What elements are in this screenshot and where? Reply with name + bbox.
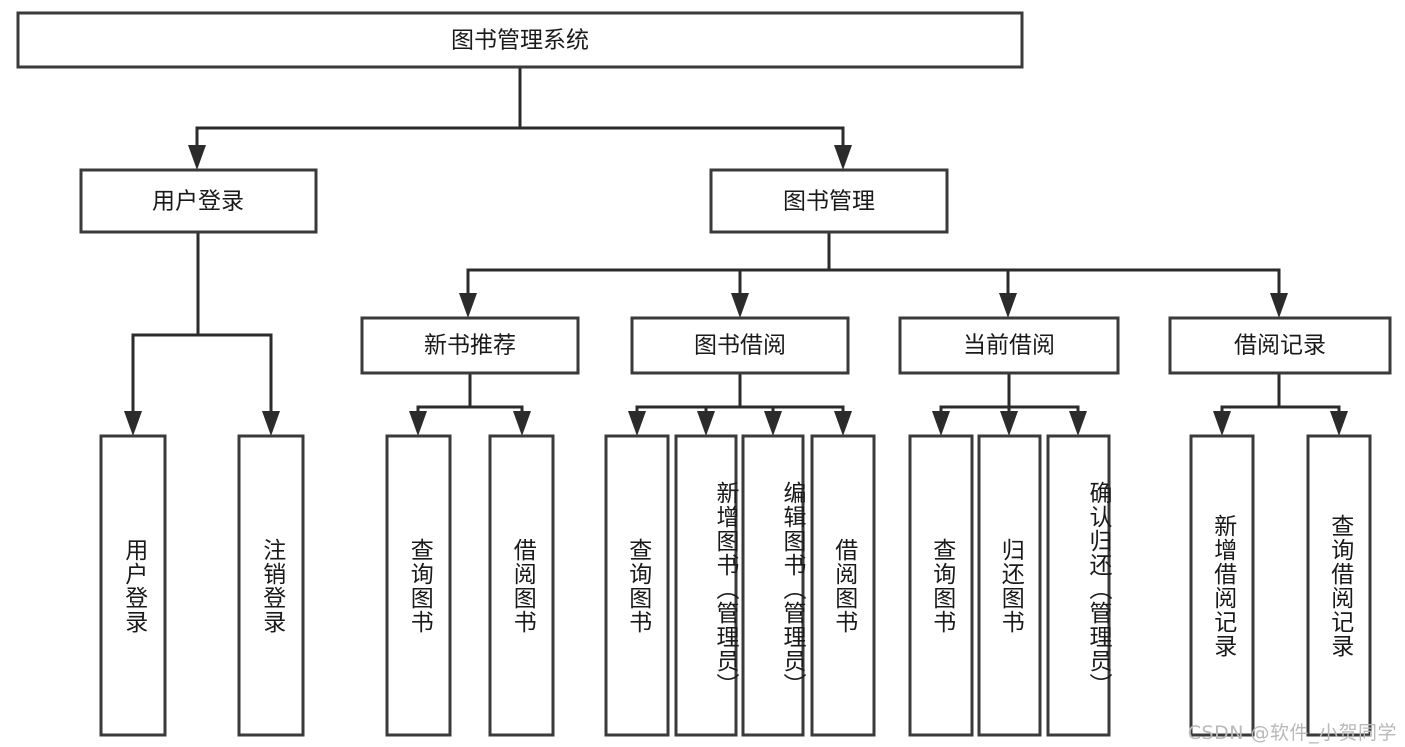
leaf-box-borrow-book-b[interactable]	[810, 434, 876, 737]
node-new-book-recommend-label: 新书推荐	[424, 333, 516, 359]
node-user-login[interactable]: 用户登录	[79, 168, 318, 234]
connector-root-to-level2	[188, 65, 852, 170]
node-current-borrow[interactable]: 当前借阅	[898, 316, 1120, 375]
node-book-management[interactable]: 图书管理	[709, 168, 949, 234]
node-book-borrow-label: 图书借阅	[694, 333, 786, 359]
connector-login-to-leaves	[124, 230, 280, 436]
leaf-box-add-book-admin[interactable]	[674, 434, 738, 737]
leaf-box-edit-book-admin[interactable]	[741, 434, 805, 737]
node-borrow-record-label: 借阅记录	[1234, 333, 1326, 359]
leaf-box-query-borrow-record[interactable]	[1306, 434, 1372, 737]
node-root-label: 图书管理系统	[451, 28, 589, 54]
leaf-box-query-book-c[interactable]	[908, 434, 974, 737]
node-new-book-recommend[interactable]: 新书推荐	[360, 316, 580, 375]
leaf-box-borrow-book-a[interactable]	[488, 434, 555, 737]
node-book-management-label: 图书管理	[783, 189, 875, 215]
leaf-box-confirm-return-admin[interactable]	[1046, 434, 1111, 737]
connector-books-to-level3	[459, 230, 1288, 318]
leaf-box-add-borrow-record[interactable]	[1189, 434, 1255, 737]
node-current-borrow-label: 当前借阅	[963, 333, 1055, 359]
node-book-borrow[interactable]: 图书借阅	[630, 316, 850, 375]
node-root[interactable]: 图书管理系统	[16, 11, 1024, 69]
leaf-box-query-book-a[interactable]	[385, 434, 452, 737]
connector-newbook-to-leaves	[409, 371, 531, 436]
leaf-box-return-book[interactable]	[977, 434, 1042, 737]
connector-record-to-leaves	[1213, 371, 1348, 436]
node-user-login-label: 用户登录	[152, 189, 244, 215]
leaf-box-logout[interactable]	[237, 434, 305, 737]
connector-current-to-leaves	[932, 371, 1087, 436]
leaf-box-user-login[interactable]	[99, 434, 167, 737]
connector-borrow-to-leaves	[628, 371, 852, 436]
node-borrow-record[interactable]: 借阅记录	[1168, 316, 1392, 375]
leaf-box-query-book-b[interactable]	[604, 434, 670, 737]
watermark-text: CSDN @软件_小贺同学	[1187, 722, 1397, 744]
